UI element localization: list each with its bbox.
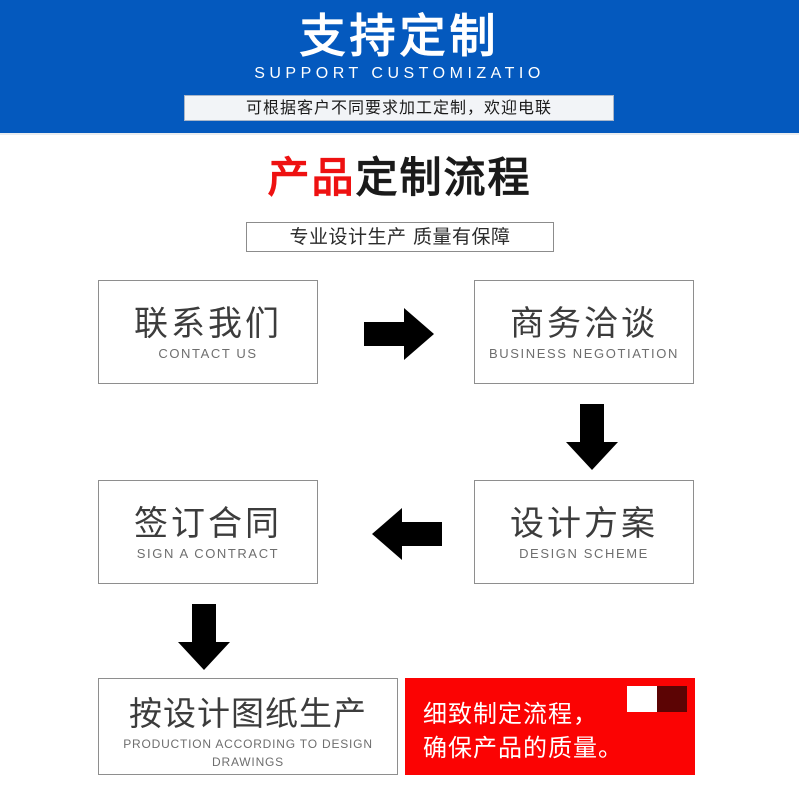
flow-step-subtitle: PRODUCTION ACCORDING TO DESIGN DRAWINGS	[123, 737, 373, 769]
callout-panel: 细致制定流程， 确保产品的质量。	[405, 678, 695, 775]
arrow-down-icon	[566, 404, 618, 470]
flow-step-subtitle: SIGN A CONTRACT	[136, 546, 280, 561]
flow-step-title: 设计方案	[510, 504, 658, 544]
arrow-down-icon	[178, 604, 230, 670]
decorative-square-light	[627, 686, 657, 712]
flow-step-subtitle: BUSINESS NEGOTIATION	[489, 346, 679, 361]
decorative-square-dark	[657, 686, 687, 712]
header-banner: 支持定制 SUPPORT CUSTOMIZATIO 可根据客户不同要求加工定制，…	[0, 0, 799, 133]
flow-step-contact: 联系我们 CONTACT US	[98, 280, 318, 384]
header-pill-text: 可根据客户不同要求加工定制，欢迎电联	[184, 95, 614, 121]
page-title-accent: 产品	[267, 153, 356, 202]
flow-step-title: 签订合同	[134, 504, 282, 544]
flow-step-design: 设计方案 DESIGN SCHEME	[474, 480, 694, 584]
flow-step-contract: 签订合同 SIGN A CONTRACT	[98, 480, 318, 584]
header-title: 支持定制	[299, 9, 500, 63]
page-title: 产品定制流程	[0, 152, 799, 204]
callout-line-2: 确保产品的质量。	[423, 734, 623, 762]
header-divider	[0, 133, 799, 135]
flow-step-title: 商务洽谈	[510, 304, 658, 344]
flow-step-title: 联系我们	[134, 304, 282, 344]
page-subtitle: 专业设计生产 质量有保障	[246, 222, 554, 252]
header-subtitle: SUPPORT CUSTOMIZATIO	[254, 65, 545, 82]
flow-step-production: 按设计图纸生产 PRODUCTION ACCORDING TO DESIGN D…	[98, 678, 398, 775]
arrow-left-icon	[372, 508, 442, 560]
flow-step-subtitle: CONTACT US	[158, 346, 258, 361]
flow-step-business: 商务洽谈 BUSINESS NEGOTIATION	[474, 280, 694, 384]
arrow-right-icon	[364, 308, 434, 360]
flow-step-title: 按设计图纸生产	[129, 694, 367, 733]
callout-line-1: 细致制定流程，	[423, 700, 598, 728]
page-title-rest: 定制流程	[355, 153, 532, 202]
flow-step-subtitle: DESIGN SCHEME	[519, 546, 649, 561]
